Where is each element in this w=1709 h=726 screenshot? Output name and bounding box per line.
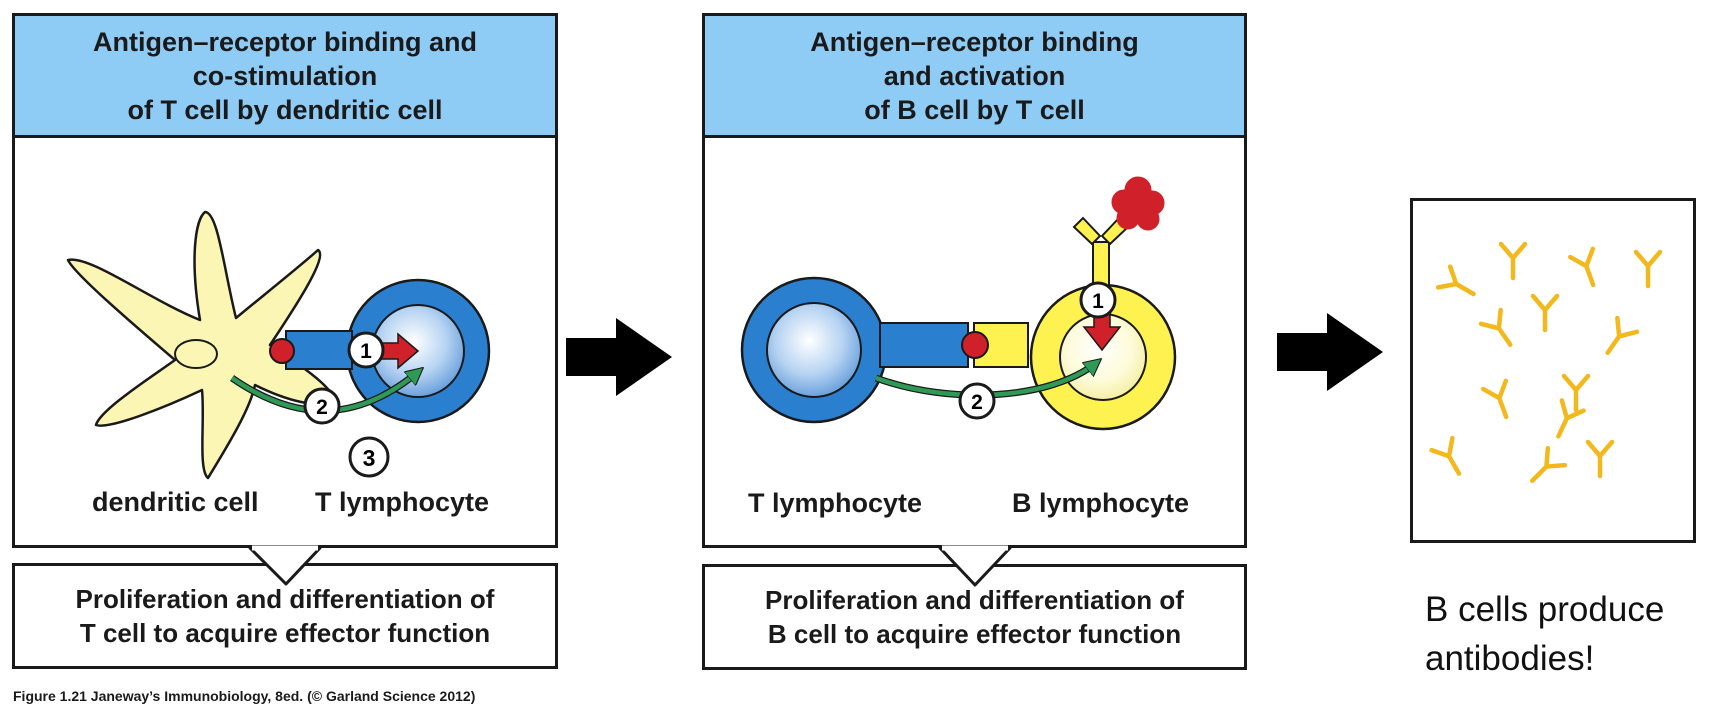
svg-text:2: 2 (316, 396, 328, 419)
step-badge: 1 (347, 331, 385, 369)
label-dendritic-cell: dendritic cell (92, 487, 259, 517)
panel1-header: Antigen–receptor binding and co-stimulat… (15, 16, 555, 138)
antigen (269, 338, 295, 364)
panel2-title-line: Antigen–receptor binding (810, 26, 1139, 57)
outcome-note-line: antibodies! (1425, 639, 1595, 678)
panel1-result-line: T cell to acquire effector function (79, 618, 491, 648)
step-badge: 3 (348, 436, 390, 478)
dendritic-nucleus (174, 339, 218, 369)
panel2-result-line: B cell to acquire effector function (767, 619, 1182, 649)
antibody-icon (1530, 445, 1568, 483)
antibody-box (1410, 198, 1696, 543)
step-badge: 2 (303, 387, 341, 425)
svg-text:1: 1 (360, 340, 372, 363)
svg-text:2: 2 (971, 391, 983, 414)
panel1-title-line: co-stimulation (192, 60, 378, 91)
svg-text:3: 3 (363, 445, 376, 471)
svg-text:1: 1 (1092, 290, 1104, 313)
antibody-icon (1605, 315, 1640, 355)
t-cell-2-receptor (879, 322, 969, 368)
label-t-lymphocyte: T lymphocyte (315, 487, 490, 517)
panel1-down-arrow (248, 545, 322, 586)
t-cell-receptor (285, 330, 353, 370)
antibody-icon (1435, 264, 1476, 297)
right-arrow-icon (1277, 313, 1383, 391)
figure-caption: Figure 1.21 Janeway’s Immunobiology, 8ed… (13, 688, 476, 704)
antigen-2 (961, 331, 989, 359)
antibody-icon (1568, 246, 1596, 288)
step-badge: 1 (1079, 281, 1117, 319)
step-badge: 2 (958, 382, 996, 420)
panel2-header: Antigen–receptor binding and activation … (705, 16, 1244, 138)
label-t-lymphocyte-2: T lymphocyte (748, 488, 923, 518)
antibody-icon (1530, 293, 1560, 333)
antibody-icon (1429, 435, 1462, 476)
antibody-icon (1481, 378, 1509, 420)
right-arrow-icon (566, 318, 672, 396)
red-arrow-icon (381, 332, 420, 370)
antibody-icon (1633, 249, 1663, 289)
antibodies-group (1429, 241, 1663, 483)
t-cell-2-nucleus (766, 302, 862, 398)
panel1-title-line: of T cell by dendritic cell (127, 94, 443, 125)
b-cell-receptor (1072, 216, 1130, 289)
panel2-down-arrow (938, 545, 1012, 587)
panel2-result-line: Proliferation and differentiation of (765, 585, 1184, 615)
red-arrow-icon (1082, 312, 1122, 352)
panel1-result-box: Proliferation and differentiation of T c… (12, 563, 558, 669)
antibody-icon (1478, 307, 1513, 347)
antibody-icon (1561, 373, 1591, 413)
panel1-result-line: Proliferation and differentiation of (75, 584, 495, 614)
panel2-title-line: of B cell by T cell (864, 94, 1085, 125)
label-b-lymphocyte: B lymphocyte (1012, 488, 1190, 518)
panel-t-cell-activation: Antigen–receptor binding and co-stimulat… (12, 13, 558, 548)
antibody-icon (1585, 439, 1615, 479)
outcome-note: B cells produce antibodies! (1425, 585, 1664, 683)
outcome-note-line: B cells produce (1425, 590, 1665, 629)
panel2-title-line: and activation (883, 60, 1066, 91)
antibody-icon (1498, 241, 1528, 281)
antigen-blob (1111, 176, 1165, 231)
panel1-title-line: Antigen–receptor binding and (92, 26, 477, 57)
antibody-icon (1556, 398, 1586, 439)
